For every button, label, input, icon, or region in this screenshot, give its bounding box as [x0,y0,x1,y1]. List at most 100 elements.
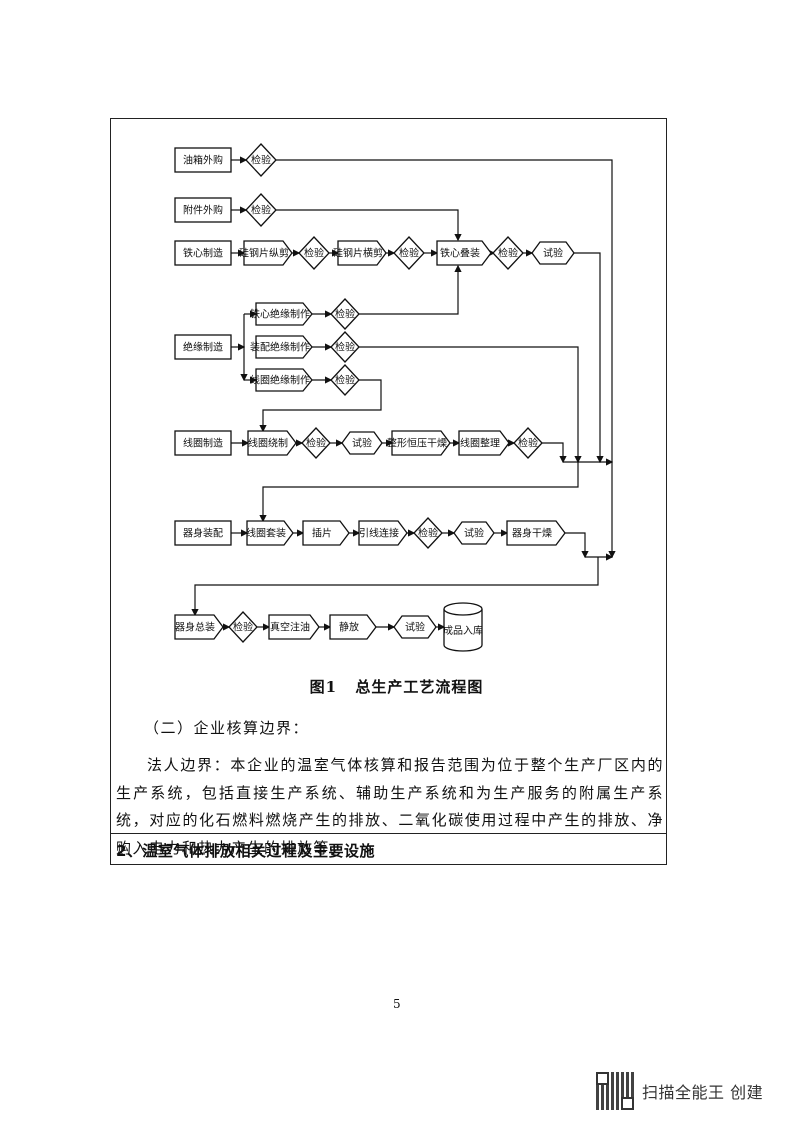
flow-connector [565,532,589,559]
node-label: 线圈绕制 [248,437,288,450]
node-label: 铁心制造 [183,247,223,260]
flow-connector [191,557,599,617]
node-label: 试验 [352,437,372,450]
process-step: 器身总装 [174,614,224,640]
node-label: 线圈整理 [460,437,500,450]
figure-caption: 图1 总生产工艺流程图 [0,676,793,697]
section-heading: 2、温室气体排放相关过程及主要设施 [116,842,375,860]
node-label: 检验 [304,247,324,260]
node-label: 检验 [418,527,438,540]
process-step: 装配绝缘制作 [250,335,313,359]
process-step: 静放 [329,614,377,640]
figure-number: 图1 [309,678,338,696]
flow-connector [259,462,579,523]
flow-connector [276,159,616,559]
check-diamond: 检验 [301,427,331,459]
process-step: 硅钢片纵剪 [239,240,293,266]
process-step: 线圈整理 [458,430,510,456]
page-number: 5 [393,997,401,1011]
node-label: 检验 [233,621,253,634]
node-label: 成品入库 [443,624,483,637]
source-box: 附件外购 [174,197,232,223]
process-step: 线圈套装 [246,520,294,546]
watermark-text: 扫描全能王 创建 [642,1083,764,1102]
check-diamond: 检验 [330,298,360,330]
flow-connector [259,379,382,433]
node-label: 试验 [464,527,484,540]
node-label: 试验 [405,621,425,634]
test-step: 试验 [453,521,495,545]
node-label: 整形恒压干燥 [387,437,447,450]
node-label: 引线连接 [359,527,399,540]
node-label: 检验 [251,154,271,167]
process-step: 真空注油 [268,614,320,640]
boundary-paragraph: 法人边界：本企业的温室气体核算和报告范围为位于整个生产厂区内的生产系统，包括直接… [116,756,664,857]
node-label: 插片 [312,527,332,540]
node-label: 检验 [251,204,271,217]
document-frame [110,118,667,865]
node-label: 装配绝缘制作 [250,341,310,354]
test-step: 试验 [531,241,575,265]
process-step: 线圈绕制 [247,430,297,456]
source-box: 绝缘制造 [174,334,232,360]
node-label: 检验 [399,247,419,260]
warehouse-cylinder: 成品入库 [443,602,483,652]
node-label: 检验 [335,341,355,354]
source-box: 铁心制造 [174,240,232,266]
check-diamond: 检验 [228,611,258,643]
process-step: 器身干燥 [506,520,566,546]
node-label: 检验 [518,437,538,450]
scanner-watermark: 扫描全能王 创建 [596,1072,763,1110]
node-label: 铁心绝缘制作 [250,308,310,321]
source-box: 器身装配 [174,520,232,546]
flow-connector [574,252,604,464]
check-diamond: 检验 [298,236,330,270]
node-label: 检验 [335,374,355,387]
check-diamond: 检验 [245,143,277,177]
node-label: 硅钢片横剪 [333,247,383,260]
figure-title: 总生产工艺流程图 [355,678,484,696]
node-label: 线圈制造 [183,437,223,450]
node-label: 检验 [498,247,518,260]
test-step: 试验 [393,615,437,639]
check-diamond: 检验 [330,364,360,396]
node-label: 器身干燥 [512,527,552,540]
node-label: 油箱外购 [183,154,223,167]
check-diamond: 检验 [413,517,443,549]
process-step: 铁心叠装 [436,240,492,266]
check-diamond: 检验 [492,236,524,270]
process-step: 整形恒压干燥 [387,430,451,456]
process-step: 硅钢片横剪 [333,240,387,266]
process-step: 线圈绝缘制作 [250,368,313,392]
node-label: 线圈套装 [246,527,286,540]
flow-connector [359,346,582,464]
node-label: 试验 [543,247,563,260]
node-label: 检验 [306,437,326,450]
process-step: 引线连接 [358,520,408,546]
node-label: 器身装配 [183,527,223,540]
process-step: 插片 [302,520,350,546]
process-flowchart: 油箱外购检验附件外购检验铁心制造硅钢片纵剪检验硅钢片横剪检验铁心叠装检验试验绝缘… [174,143,616,652]
check-diamond: 检验 [330,331,360,363]
check-diamond: 检验 [393,236,425,270]
node-label: 绝缘制造 [183,341,223,354]
node-label: 硅钢片纵剪 [239,247,289,260]
subheading: （二）企业核算边界： [144,719,310,737]
node-label: 器身总装 [175,621,215,634]
test-step: 试验 [341,431,383,455]
flow-connector [359,264,462,315]
source-box: 线圈制造 [174,430,232,456]
flow-connector [542,442,567,464]
node-label: 附件外购 [183,204,223,217]
node-label: 线圈绝缘制作 [250,374,310,387]
qr-code-icon [596,1072,634,1110]
node-label: 静放 [339,621,359,634]
node-label: 铁心叠装 [440,247,480,260]
flow-connector [276,209,462,242]
source-box: 油箱外购 [174,147,232,173]
check-diamond: 检验 [513,427,543,459]
process-step: 铁心绝缘制作 [250,302,313,326]
check-diamond: 检验 [245,193,277,227]
node-label: 真空注油 [270,621,310,634]
table-divider [110,833,667,834]
